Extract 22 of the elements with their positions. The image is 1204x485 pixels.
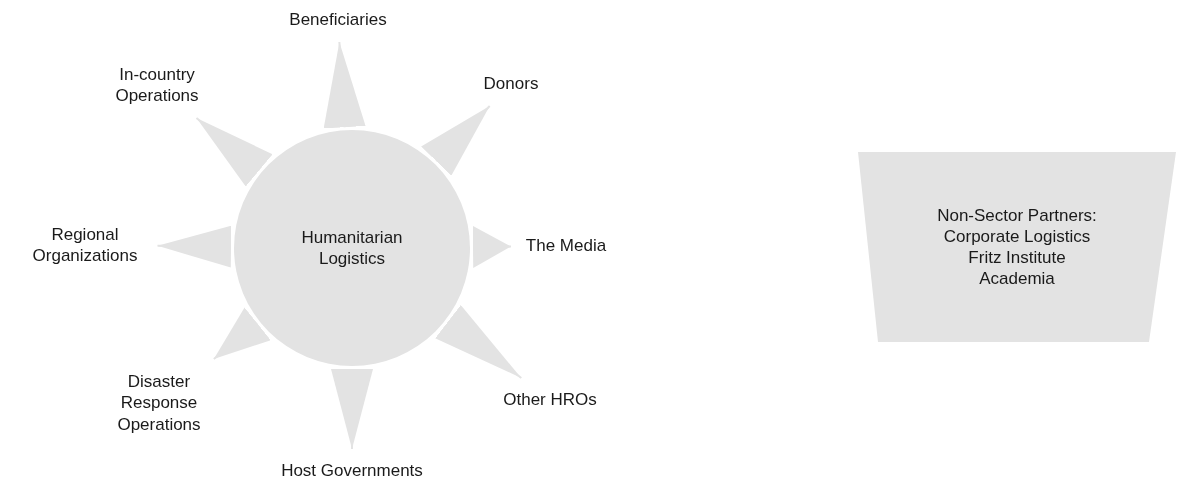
panel-heading: Non-Sector Partners: [937, 204, 1097, 226]
wedge-arrow [435, 305, 523, 379]
stakeholder-label: In-country Operations [102, 62, 212, 108]
stakeholder-label: The Media [521, 234, 611, 258]
wedge-arrow [472, 225, 512, 268]
hub-title: Humanitarian Logistics [300, 226, 404, 270]
partner-name: Academia [979, 268, 1055, 290]
wedge-arrow [421, 105, 491, 176]
partner-name: Corporate Logistics [943, 225, 1091, 247]
stakeholder-label: Regional Organizations [22, 222, 148, 268]
wedge-arrow [323, 41, 366, 129]
wedge-arrow [331, 368, 373, 450]
stakeholder-label: Host Governments [277, 459, 427, 483]
partner-panel [858, 152, 1176, 342]
partner-name: Fritz Institute [968, 247, 1066, 269]
wedge-arrow [156, 225, 232, 268]
stakeholder-label: Beneficiaries [283, 8, 393, 32]
wedge-arrow [195, 117, 273, 187]
stakeholder-label: Other HROs [500, 388, 600, 412]
stakeholder-label: Donors [476, 72, 546, 96]
wedge-arrow [212, 307, 271, 360]
stakeholder-label: Disaster Response Operations [109, 369, 209, 437]
